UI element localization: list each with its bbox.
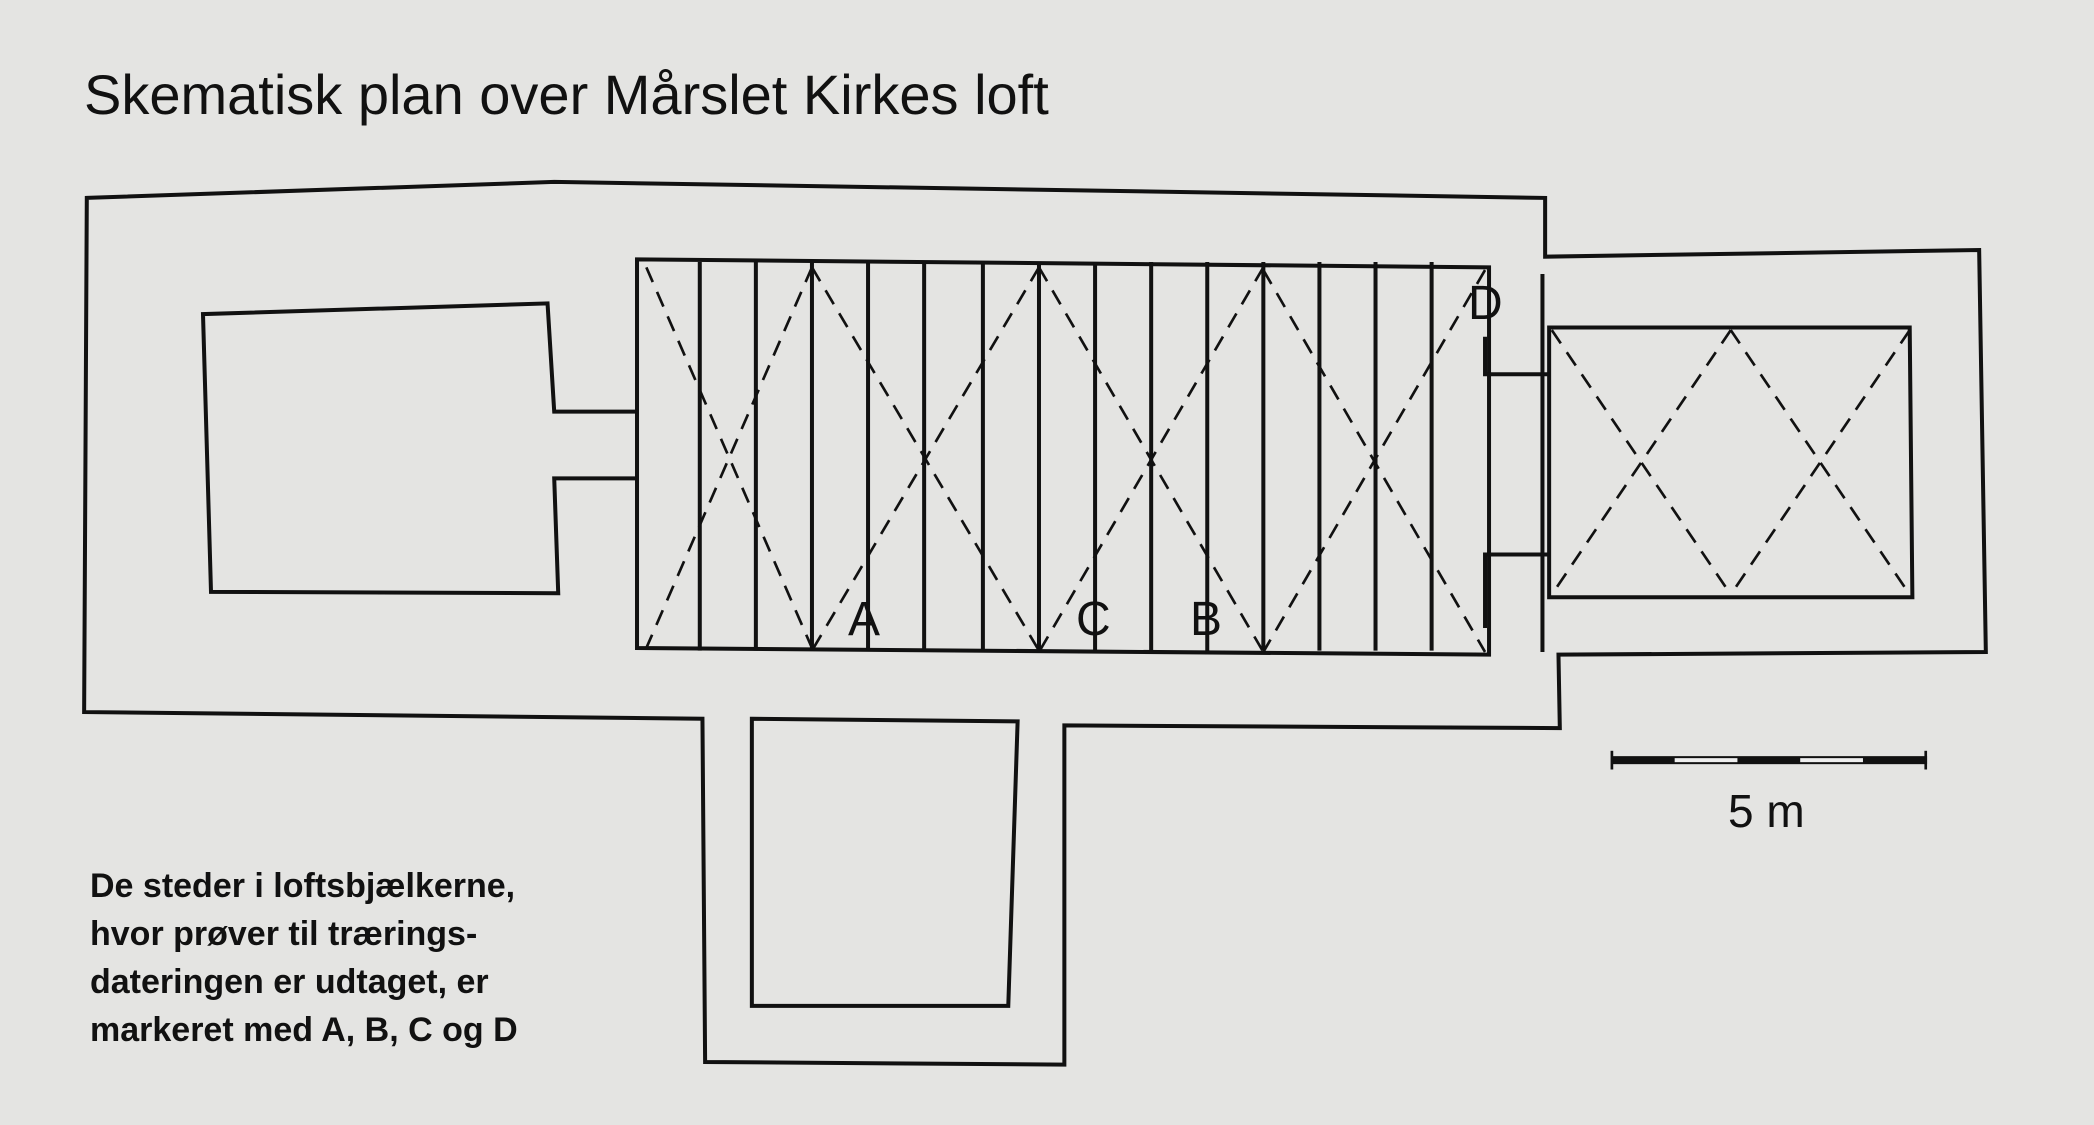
sample-label-c: C [1076,593,1111,646]
nave-room [635,257,1492,657]
diagonal-brace [645,266,814,649]
outer-outline [82,179,1988,1067]
caption-line: De steder i loftsbjælkerne, [90,867,516,905]
diagonal-brace [810,266,1041,652]
chancel-room [1547,325,1915,600]
diagonal-brace [645,266,814,649]
scale-label: 5 m [1728,785,1805,837]
sample-label-b: B [1190,593,1223,646]
porch-room [749,716,1020,1008]
west-room [200,301,638,596]
caption-line: dateringen er udtaget, er [90,963,489,1001]
caption: De steder i loftsbjælkerne, hvor prøver … [90,862,650,1054]
scale-bar [1610,750,1928,770]
sample-label-a: A [848,593,881,646]
diagonal-brace [1037,266,1265,653]
chancel-arch-north [1483,336,1550,377]
caption-line: hvor prøver til trærings- [90,915,478,953]
chancel-arch-south [1483,552,1550,628]
diagonal-brace [1262,269,1487,653]
sample-label-d: D [1468,277,1503,330]
figure-title: Skematisk plan over Mårslet Kirkes loft [84,63,1049,126]
caption-line: markeret med A, B, C og D [90,1011,518,1049]
